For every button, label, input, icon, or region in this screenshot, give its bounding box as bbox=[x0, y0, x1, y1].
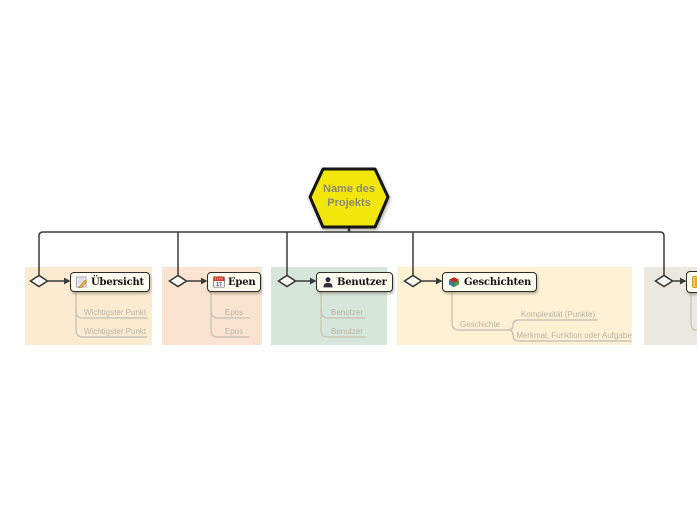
topic-epen[interactable]: 17 Epen bbox=[207, 272, 262, 292]
subtopic[interactable]: Wichtigster Punkt bbox=[83, 327, 147, 336]
calendar-day-number: 17 bbox=[216, 282, 222, 288]
collapse-diamond-icon[interactable] bbox=[277, 274, 297, 288]
user-icon bbox=[323, 277, 333, 288]
subtopic[interactable]: Wichtigster Punkt bbox=[83, 308, 147, 317]
memo-pencil-icon bbox=[76, 276, 88, 288]
topic-label: Übersicht bbox=[91, 276, 144, 288]
arrowhead-icon bbox=[310, 277, 317, 285]
root-topic-label: Name des Projekts bbox=[323, 183, 375, 209]
arrowhead-icon bbox=[436, 277, 443, 285]
root-topic-hexagon[interactable] bbox=[306, 166, 392, 230]
collapse-diamond-icon[interactable] bbox=[654, 274, 674, 288]
subtopic[interactable]: Epos bbox=[224, 327, 244, 336]
subtopic[interactable]: Benutzer bbox=[330, 327, 364, 336]
subtopic-child[interactable]: Merkmal, Funktion oder Aufgabe bbox=[516, 331, 632, 340]
arrowhead-icon bbox=[64, 277, 71, 285]
subtopic[interactable]: Benutzer bbox=[330, 308, 364, 317]
collapse-diamond-icon[interactable] bbox=[29, 274, 49, 288]
subtopic[interactable]: Geschichte bbox=[459, 320, 501, 329]
topic-geschichten[interactable]: Geschichten bbox=[442, 272, 538, 292]
topic-uebersicht[interactable]: Übersicht bbox=[70, 272, 150, 292]
topic-label: Epen bbox=[228, 276, 256, 288]
clipped-topic-icon bbox=[692, 276, 697, 288]
collapse-diamond-icon[interactable] bbox=[403, 274, 423, 288]
subtopic-child[interactable]: Komplexität (Punkte) bbox=[520, 310, 596, 319]
topic-label: Geschichten bbox=[464, 276, 532, 288]
topic-benutzer[interactable]: Benutzer bbox=[316, 272, 393, 292]
calendar-icon: 17 bbox=[213, 276, 225, 288]
books-icon bbox=[448, 276, 460, 287]
topic-label: Benutzer bbox=[337, 276, 387, 288]
subtopic[interactable]: Epos bbox=[224, 308, 244, 317]
arrowhead-icon bbox=[680, 277, 687, 285]
arrowhead-icon bbox=[201, 277, 208, 285]
collapse-diamond-icon[interactable] bbox=[168, 274, 188, 288]
topic-clipped[interactable] bbox=[686, 271, 697, 293]
